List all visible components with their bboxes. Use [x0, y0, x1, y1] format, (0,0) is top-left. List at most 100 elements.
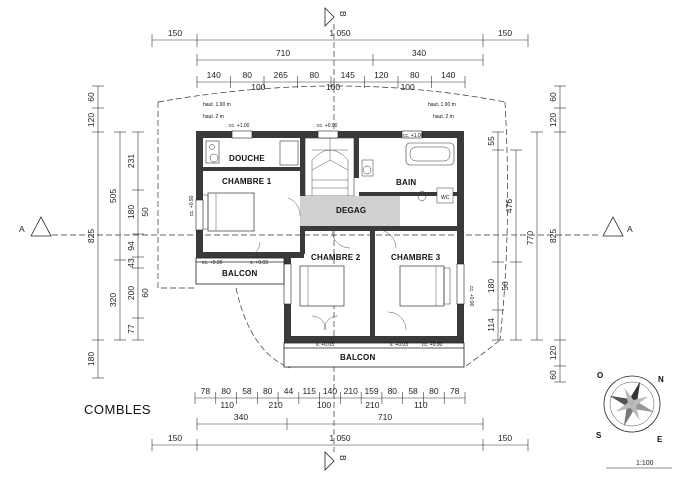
- dim-right-inner-114: 114: [486, 318, 496, 332]
- section-a-right-label: A: [627, 224, 633, 234]
- dim-bottom-row1-10: 58: [408, 386, 418, 396]
- douche-fixtures: [205, 140, 299, 166]
- dim-top-right-margin: 150: [498, 28, 512, 38]
- dim-right-outer-825: 825: [548, 229, 558, 243]
- section-a-left-triangle: [30, 216, 52, 237]
- dim-top-row3-4: 145: [341, 70, 355, 80]
- note-cc-douche: cc. +1.00: [229, 123, 250, 129]
- dim-bottom-row1-5: 115: [302, 386, 316, 396]
- note-cc-stairs: cc. +0.00: [317, 123, 338, 129]
- dim-bottom-row1-6: 140: [323, 386, 337, 396]
- note-haut-2-left: haut. 2 m: [203, 114, 224, 120]
- note-cc-ch1-side: cc. +0.90: [189, 195, 195, 216]
- dim-bottom-row1-3: 80: [263, 386, 273, 396]
- dim-left-inner-77: 77: [126, 324, 136, 334]
- dim-bottom-row2-2: 100: [317, 400, 331, 410]
- dim-bottom-row2-0: 110: [220, 400, 234, 410]
- dim-top-row3-2: 265: [274, 70, 288, 80]
- top-windows: [231, 130, 423, 139]
- dim-bottom-row1-9: 80: [388, 386, 398, 396]
- dim-bottom-row1-2: 58: [242, 386, 252, 396]
- room-balcon-left: BALCON: [222, 269, 257, 278]
- dim-left-outer-825: 825: [86, 229, 96, 243]
- section-a-right-triangle: [602, 216, 624, 237]
- section-b-top-label: B: [338, 11, 348, 17]
- note-haut-190-right: haut. 1.90 m: [428, 102, 456, 108]
- note-cc-ch3-side: cc. +0.90: [468, 286, 474, 307]
- dim-left-mid-505: 505: [108, 189, 118, 203]
- balconies: [195, 257, 465, 368]
- room-chambre1: CHAMBRE 1: [222, 177, 272, 186]
- room-chambre3: CHAMBRE 3: [391, 253, 441, 262]
- dim-top-row3-6: 80: [410, 70, 420, 80]
- note-cc-ch3-bottom: cc. +0.90: [422, 342, 443, 348]
- section-b-bottom-triangle: [324, 451, 335, 471]
- staircase: [304, 137, 355, 197]
- room-bain: BAIN: [396, 178, 416, 187]
- section-b-bottom-label: B: [338, 455, 348, 461]
- beds: [201, 192, 451, 307]
- dim-left-outer-120: 120: [86, 113, 96, 127]
- dim-bottom-total: 1 050: [329, 433, 351, 443]
- dim-right-mid-476: 476: [504, 199, 514, 213]
- dim-left-inner2-60: 60: [140, 288, 150, 298]
- section-a-left-label: A: [19, 224, 25, 234]
- dim-bottom-710: 710: [378, 412, 392, 422]
- dim-right-outer-120: 120: [548, 113, 558, 127]
- wc-label: WC: [441, 195, 450, 201]
- note-cc-balcon-l2: s. +0.03: [250, 260, 268, 266]
- compass-icon: [603, 375, 661, 433]
- dim-left-inner-180: 180: [126, 205, 136, 219]
- room-chambre2: CHAMBRE 2: [311, 253, 361, 262]
- dim-bottom-row1-11: 80: [429, 386, 439, 396]
- dim-top-row4-1: 100: [326, 82, 340, 92]
- dim-right-inner-180: 180: [486, 279, 496, 293]
- dim-top-row3-0: 140: [207, 70, 221, 80]
- note-s-ch2: s. +0.03: [316, 342, 334, 348]
- drawing-scale: 1:100: [636, 460, 654, 467]
- dim-top-row3-7: 140: [441, 70, 455, 80]
- left-dimensions: 60 120 825 180 505 320 231 180 94 43 200…: [86, 85, 150, 379]
- note-s-ch3: s. +0.03: [390, 342, 408, 348]
- degag-area: [300, 196, 400, 226]
- dim-left-inner2-50: 50: [140, 207, 150, 217]
- dim-bottom-left-margin: 150: [168, 433, 182, 443]
- room-labels: DOUCHE CHAMBRE 1 DEGAG BAIN CHAMBRE 2 CH…: [222, 154, 441, 362]
- compass-o: O: [597, 371, 603, 380]
- room-douche: DOUCHE: [229, 154, 265, 163]
- dim-top-row3-3: 80: [310, 70, 320, 80]
- dim-bottom-row1-0: 78: [201, 386, 211, 396]
- compass-n: N: [658, 375, 664, 384]
- dim-top-row4: 100 100 100: [251, 82, 415, 92]
- note-haut-2-right: haut. 2 m: [433, 114, 454, 120]
- note-haut-190-left: haut. 1.90 m: [203, 102, 231, 108]
- dim-top-row4-0: 100: [251, 82, 265, 92]
- dim-bottom-right-margin: 150: [498, 433, 512, 443]
- room-balcon-bottom: BALCON: [340, 353, 375, 362]
- dim-top-710: 710: [276, 48, 290, 58]
- section-b-top-triangle: [324, 7, 335, 27]
- dim-bottom-row2-3: 210: [365, 400, 379, 410]
- dim-left-outer-180: 180: [86, 352, 96, 366]
- dim-left-outer-60: 60: [86, 92, 96, 102]
- dim-top-row4-2: 100: [401, 82, 415, 92]
- note-cc-balcon-l1: cc. +0.90: [202, 260, 223, 266]
- dim-top-left-margin: 150: [168, 28, 182, 38]
- dim-right-outer-60: 60: [548, 92, 558, 102]
- dim-top-total: 1 050: [329, 28, 351, 38]
- roof-outline: [157, 85, 508, 369]
- dim-bottom-row2-1: 210: [269, 400, 283, 410]
- dim-right-outer-60b: 60: [548, 370, 558, 380]
- bain-fixtures: WC: [361, 142, 455, 204]
- dim-left-inner-200: 200: [126, 286, 136, 300]
- dim-top-row3-5: 120: [374, 70, 388, 80]
- drawing-title: COMBLES: [84, 402, 151, 417]
- dim-right-mid-770: 770: [525, 231, 535, 245]
- note-cc-bain: cc. +1.00: [403, 133, 424, 139]
- level-annotations: haut. 1.90 m haut. 2 m haut. 1.90 m haut…: [189, 102, 474, 348]
